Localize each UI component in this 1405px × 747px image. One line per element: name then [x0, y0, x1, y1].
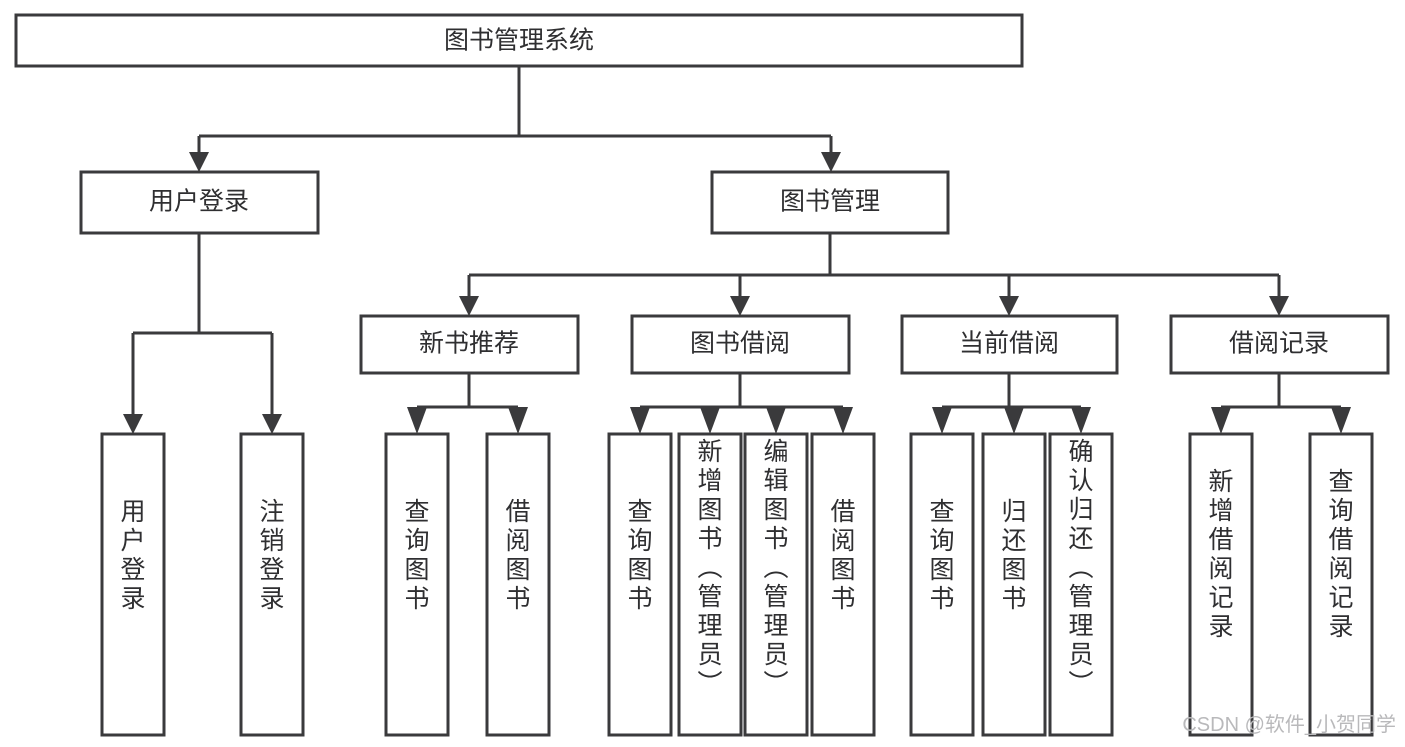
node-leaf-borrow-book[interactable]: 借阅图书 — [810, 432, 876, 737]
node-book-management[interactable]: 图书管理 — [710, 170, 950, 235]
node-book-management-label: 图书管理 — [780, 188, 880, 216]
connector-new-book-recommend-trunk — [415, 373, 520, 414]
node-book-borrow[interactable]: 图书借阅 — [630, 314, 851, 375]
connector-book-management-trunk — [467, 233, 1281, 296]
node-new-book-recommend-box[interactable] — [359, 314, 580, 375]
node-leaf-add-record-box[interactable] — [1188, 432, 1254, 737]
arrow-to-leaf-query-record — [1331, 407, 1351, 434]
node-book-borrow-label: 图书借阅 — [690, 330, 790, 358]
connector-root-trunk — [197, 66, 833, 152]
node-leaf-borrow-book-rec-box[interactable] — [485, 432, 551, 737]
connectors-layer — [131, 66, 1343, 414]
node-leaf-query-book-borrow[interactable]: 查询图书 — [607, 432, 673, 737]
node-book-management-box[interactable] — [710, 170, 950, 235]
node-leaf-query-book-rec[interactable]: 查询图书 — [384, 432, 450, 737]
csdn-watermark: CSDN @软件_小贺同学 — [1182, 713, 1396, 736]
node-leaf-borrow-book-label: 借阅图书 — [830, 498, 855, 613]
node-root-box[interactable] — [14, 13, 1024, 68]
node-leaf-logout-box[interactable] — [239, 432, 305, 737]
node-leaf-borrow-book-box[interactable] — [810, 432, 876, 737]
arrow-to-leaf-confirm-return — [1071, 407, 1091, 434]
node-leaf-confirm-return-label: 确认归还︵管理员︶ — [1068, 438, 1093, 698]
node-root-label: 图书管理系统 — [444, 27, 594, 55]
node-leaf-edit-book[interactable]: 编辑图书︵管理员︶ — [743, 432, 809, 737]
node-leaf-query-book-current-box[interactable] — [909, 432, 975, 737]
node-leaf-add-record[interactable]: 新增借阅记录 — [1188, 432, 1254, 737]
node-current-borrow-box[interactable] — [900, 314, 1119, 375]
node-borrow-records-box[interactable] — [1169, 314, 1390, 375]
node-leaf-edit-book-label: 编辑图书︵管理员︶ — [763, 438, 788, 698]
node-leaf-query-book-current-label: 查询图书 — [929, 498, 954, 613]
node-user-login-box[interactable] — [79, 170, 320, 235]
node-leaf-borrow-book-rec-label: 借阅图书 — [505, 498, 530, 613]
node-leaf-logout-label: 注销登录 — [259, 498, 284, 613]
arrow-to-leaf-query-book-rec — [407, 407, 427, 434]
arrow-to-leaf-add-record — [1211, 407, 1231, 434]
arrow-to-book-management — [821, 152, 841, 172]
node-leaf-add-book[interactable]: 新增图书︵管理员︶ — [677, 432, 743, 737]
connector-borrow-records-trunk — [1219, 373, 1343, 414]
node-leaf-query-book-rec-box[interactable] — [384, 432, 450, 737]
arrow-to-user-login — [189, 152, 209, 172]
node-leaf-user-login-label: 用户登录 — [120, 498, 145, 613]
node-leaf-add-record-label: 新增借阅记录 — [1208, 468, 1233, 641]
node-leaf-query-book-rec-label: 查询图书 — [404, 498, 429, 613]
arrow-to-leaf-borrow-book — [833, 407, 853, 434]
arrow-to-leaf-return-book — [1004, 407, 1024, 434]
node-leaf-return-book[interactable]: 归还图书 — [981, 432, 1047, 737]
node-leaf-borrow-book-rec[interactable]: 借阅图书 — [485, 432, 551, 737]
arrow-to-new-book-recommend — [459, 296, 479, 316]
node-leaf-query-record-box[interactable] — [1308, 432, 1374, 737]
node-leaf-edit-book-box[interactable] — [743, 432, 809, 737]
node-user-login-label: 用户登录 — [149, 188, 249, 216]
node-leaf-confirm-return-box[interactable] — [1048, 432, 1114, 737]
node-leaf-query-book-current[interactable]: 查询图书 — [909, 432, 975, 737]
node-borrow-records[interactable]: 借阅记录 — [1169, 314, 1390, 375]
node-current-borrow[interactable]: 当前借阅 — [900, 314, 1119, 375]
node-leaf-user-login-box[interactable] — [100, 432, 166, 737]
node-root[interactable]: 图书管理系统 — [14, 13, 1024, 68]
arrow-to-leaf-logout — [262, 414, 282, 434]
arrow-to-leaf-query-book-borrow — [630, 407, 650, 434]
node-borrow-records-label: 借阅记录 — [1229, 330, 1329, 358]
node-leaf-query-record-label: 查询借阅记录 — [1328, 468, 1353, 641]
connector-user-login-trunk — [131, 233, 274, 414]
arrow-to-leaf-user-login — [123, 414, 143, 434]
node-leaf-query-book-borrow-label: 查询图书 — [627, 498, 652, 613]
node-leaf-return-book-box[interactable] — [981, 432, 1047, 737]
node-leaf-query-record[interactable]: 查询借阅记录 — [1308, 432, 1374, 737]
node-leaf-add-book-box[interactable] — [677, 432, 743, 737]
arrowheads-layer — [123, 152, 1351, 434]
node-new-book-recommend[interactable]: 新书推荐 — [359, 314, 580, 375]
node-leaf-user-login[interactable]: 用户登录 — [100, 432, 166, 737]
node-book-borrow-box[interactable] — [630, 314, 851, 375]
node-leaf-add-book-label: 新增图书︵管理员︶ — [697, 438, 722, 698]
node-user-login[interactable]: 用户登录 — [79, 170, 320, 235]
node-leaf-query-book-borrow-box[interactable] — [607, 432, 673, 737]
connector-book-borrow-trunk — [638, 373, 845, 414]
node-current-borrow-label: 当前借阅 — [959, 330, 1059, 358]
arrow-to-leaf-add-book — [700, 407, 720, 434]
node-leaf-logout[interactable]: 注销登录 — [239, 432, 305, 737]
node-leaf-return-book-label: 归还图书 — [1001, 498, 1026, 613]
arrow-to-current-borrow — [999, 296, 1019, 316]
leaf-nodes-layer: 用户登录 注销登录 查询图书 借阅图书 查询图书 新增图书︵管理员︶ — [100, 432, 1374, 737]
node-new-book-recommend-label: 新书推荐 — [419, 330, 519, 358]
arrow-to-leaf-query-book-current — [932, 407, 952, 434]
arrow-to-leaf-edit-book — [766, 407, 786, 434]
arrow-to-borrow-records — [1269, 296, 1289, 316]
arrow-to-book-borrow — [730, 296, 750, 316]
node-leaf-confirm-return[interactable]: 确认归还︵管理员︶ — [1048, 432, 1114, 737]
arrow-to-leaf-borrow-book-rec — [508, 407, 528, 434]
